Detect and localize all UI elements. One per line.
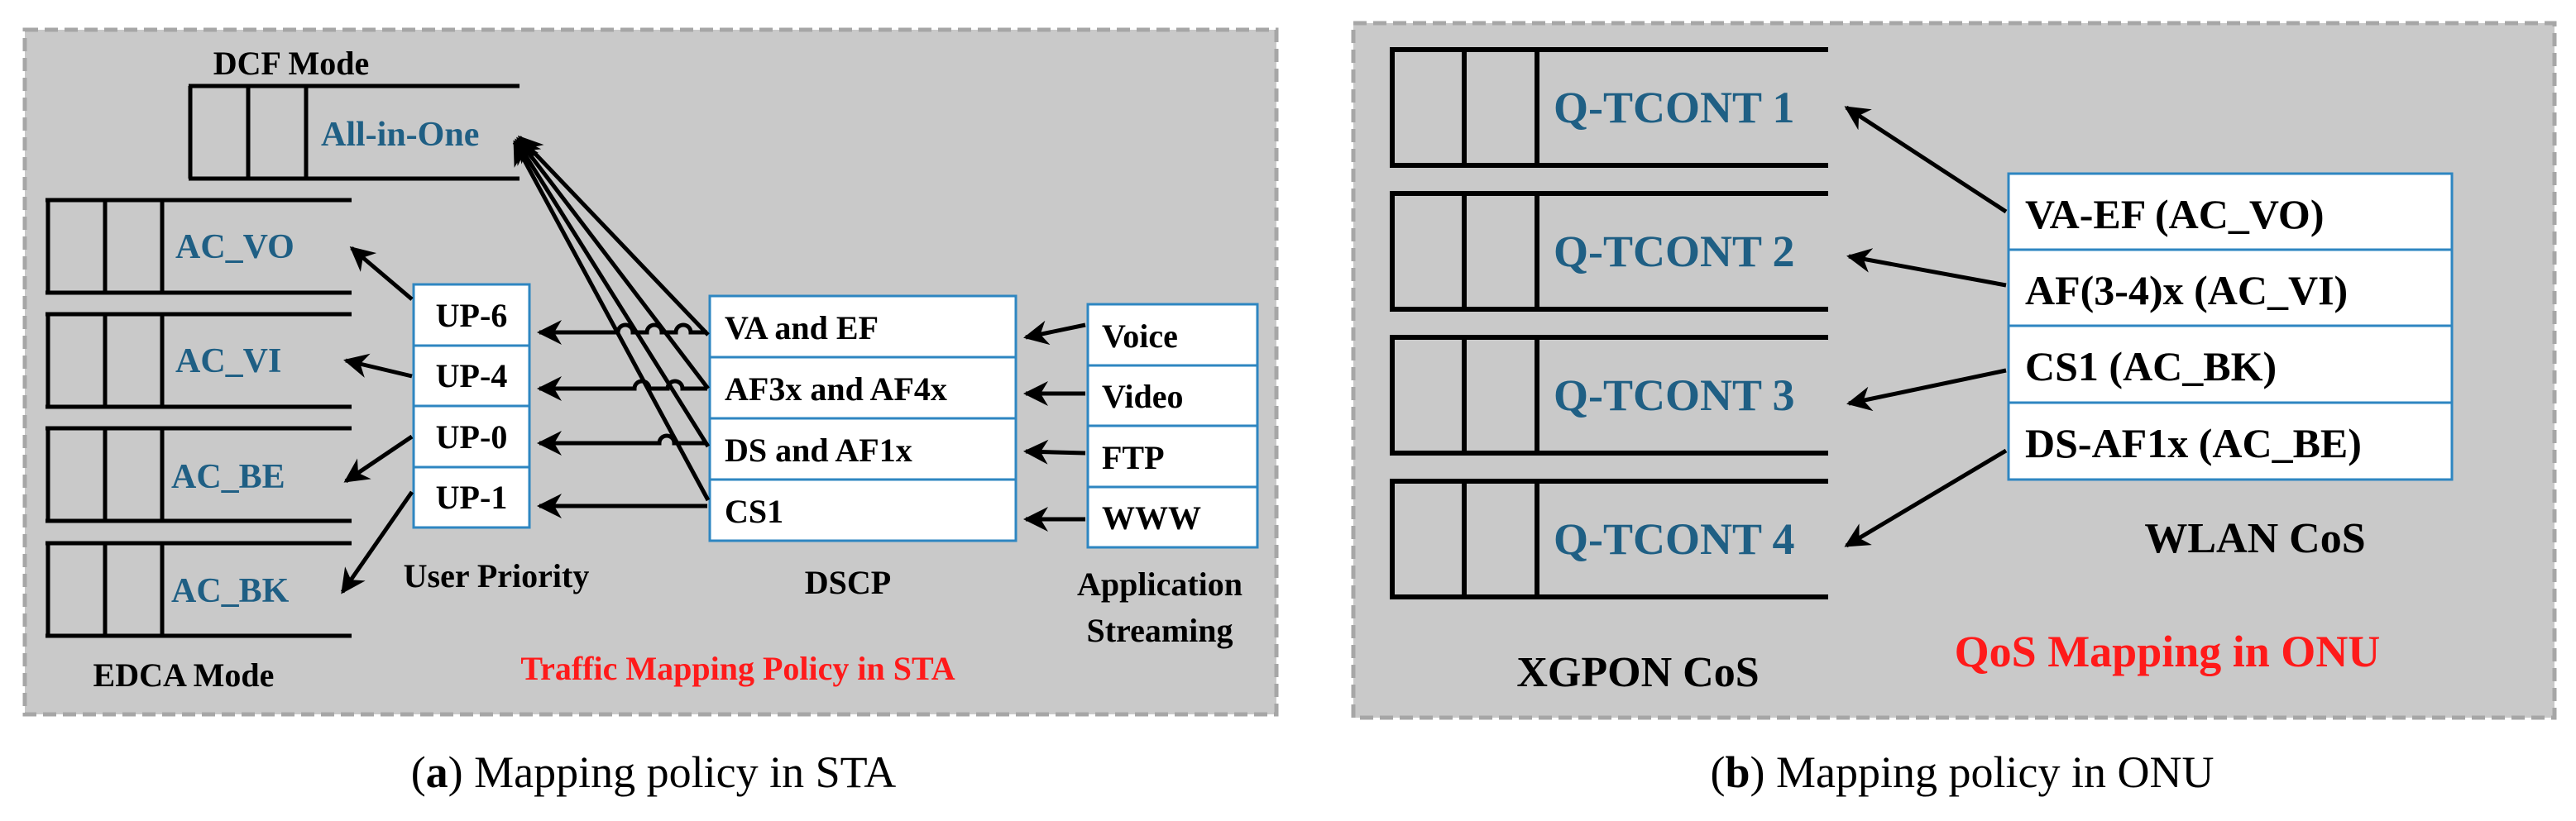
wlan-cell-cs1: CS1 (AC_BK) bbox=[2025, 343, 2277, 389]
dscp-cell-cs1: CS1 bbox=[725, 493, 783, 530]
dcf-queue: DCF Mode All-in-One bbox=[188, 45, 520, 181]
edca-queue-be: AC_BE bbox=[45, 426, 352, 523]
edca-queue-vo: AC_VO bbox=[45, 198, 352, 295]
up-cell-1: UP-1 bbox=[436, 479, 508, 516]
tcont-label-1: Q-TCONT 1 bbox=[1554, 83, 1795, 132]
caption-b-text: Mapping policy in ONU bbox=[1765, 747, 2214, 797]
caption-a-letter: a bbox=[426, 747, 448, 797]
arrow-voice-to-dscp bbox=[1023, 320, 1086, 346]
dscp-cell-ds-af1x: DS and AF1x bbox=[725, 432, 912, 469]
queue-label-be: AC_BE bbox=[171, 458, 285, 496]
wlan-cos-label: WLAN CoS bbox=[2144, 515, 2365, 562]
user-priority-table: UP-6 UP-4 UP-0 UP-1 bbox=[412, 283, 531, 529]
edca-queue-bk: AC_BK bbox=[45, 541, 352, 638]
dcf-mode-label: DCF Mode bbox=[213, 45, 369, 82]
panel-b: Q-TCONT 1 Q-TCONT 2 Q-TCONT 3 Q-TCONT 4 bbox=[1351, 21, 2557, 720]
dscp-table: VA and EF AF3x and AF4x DS and AF1x CS1 bbox=[708, 294, 1017, 542]
application-label-line1: Application bbox=[1077, 566, 1243, 603]
panel-a-background bbox=[22, 27, 1279, 717]
arrow-up6-to-vo bbox=[349, 246, 414, 301]
wlan-cell-af34x: AF(3-4)x (AC_VI) bbox=[2025, 267, 2348, 313]
caption-a-text: Mapping policy in STA bbox=[463, 747, 897, 797]
tcont-queue-1: Q-TCONT 1 bbox=[1390, 47, 1828, 168]
tcont-label-3: Q-TCONT 3 bbox=[1554, 370, 1795, 420]
dscp-label: DSCP bbox=[805, 564, 891, 601]
app-cell-voice: Voice bbox=[1102, 317, 1178, 355]
application-table: Voice Video FTP WWW bbox=[1086, 303, 1259, 549]
edca-queue-vi: AC_VI bbox=[45, 312, 352, 409]
tcont-label-2: Q-TCONT 2 bbox=[1554, 227, 1795, 276]
app-cell-video: Video bbox=[1102, 378, 1184, 415]
arrow-dscp2-to-dcf bbox=[516, 136, 710, 390]
panel-a: DCF Mode All-in-One AC_VO AC_VI bbox=[22, 27, 1279, 717]
arrow-dscp-to-up6 bbox=[537, 320, 707, 345]
arrow-up0-to-be bbox=[343, 434, 414, 484]
wlan-cell-ds-af1x: DS-AF1x (AC_BE) bbox=[2025, 420, 2362, 466]
arrow-wlan-to-tcont1 bbox=[1844, 105, 2008, 214]
arrow-wlan-to-tcont2 bbox=[1846, 248, 2007, 288]
caption-a: (a) Mapping policy in STA bbox=[411, 747, 897, 797]
arrow-wlan-to-tcont4 bbox=[1844, 448, 2008, 548]
caption-b: (b) Mapping policy in ONU bbox=[1711, 747, 2214, 797]
up-cell-4: UP-4 bbox=[436, 357, 508, 394]
edca-mode-label: EDCA Mode bbox=[93, 656, 275, 694]
dscp-cell-af3x-af4x: AF3x and AF4x bbox=[725, 370, 947, 408]
tcont-queue-4: Q-TCONT 4 bbox=[1390, 479, 1828, 599]
panel-b-title: QoS Mapping in ONU bbox=[1955, 627, 2381, 676]
up-cell-0: UP-0 bbox=[436, 418, 508, 456]
queue-label-vi: AC_VI bbox=[175, 342, 281, 380]
arrow-up1-to-bk bbox=[340, 490, 414, 594]
arrow-dscp4-to-dcf bbox=[512, 140, 711, 502]
tcont-queue-2: Q-TCONT 2 bbox=[1390, 191, 1828, 312]
tcont-label-4: Q-TCONT 4 bbox=[1554, 514, 1795, 564]
queue-label-bk: AC_BK bbox=[171, 572, 290, 610]
caption-b-letter: b bbox=[1726, 747, 1750, 797]
arrow-ftp-to-dscp bbox=[1023, 439, 1086, 465]
xgpon-cos-label: XGPON CoS bbox=[1516, 649, 1759, 696]
all-in-one-label: All-in-One bbox=[321, 116, 479, 154]
arrow-dscp1-to-dcf bbox=[517, 135, 710, 337]
wlan-cos-table: VA-EF (AC_VO) AF(3-4)x (AC_VI) CS1 (AC_B… bbox=[2007, 172, 2454, 481]
arrow-wlan-to-tcont3 bbox=[1846, 368, 2007, 412]
arrow-up4-to-vi bbox=[343, 353, 413, 379]
application-label-line2: Streaming bbox=[1086, 612, 1233, 649]
tcont-queue-3: Q-TCONT 3 bbox=[1390, 335, 1828, 456]
dscp-cell-va-ef: VA and EF bbox=[725, 309, 879, 346]
arrow-dscp-to-up0 bbox=[537, 431, 707, 456]
arrow-dscp-to-up4 bbox=[537, 376, 707, 401]
queue-label-vo: AC_VO bbox=[175, 228, 294, 266]
panel-a-title: Traffic Mapping Policy in STA bbox=[520, 650, 955, 687]
wlan-cell-va-ef: VA-EF (AC_VO) bbox=[2025, 191, 2324, 237]
app-cell-ftp: FTP bbox=[1102, 439, 1165, 476]
app-cell-www: WWW bbox=[1102, 499, 1201, 537]
arrow-dscp3-to-dcf bbox=[514, 138, 711, 448]
up-cell-6: UP-6 bbox=[436, 297, 508, 334]
user-priority-label: User Priority bbox=[404, 557, 590, 594]
